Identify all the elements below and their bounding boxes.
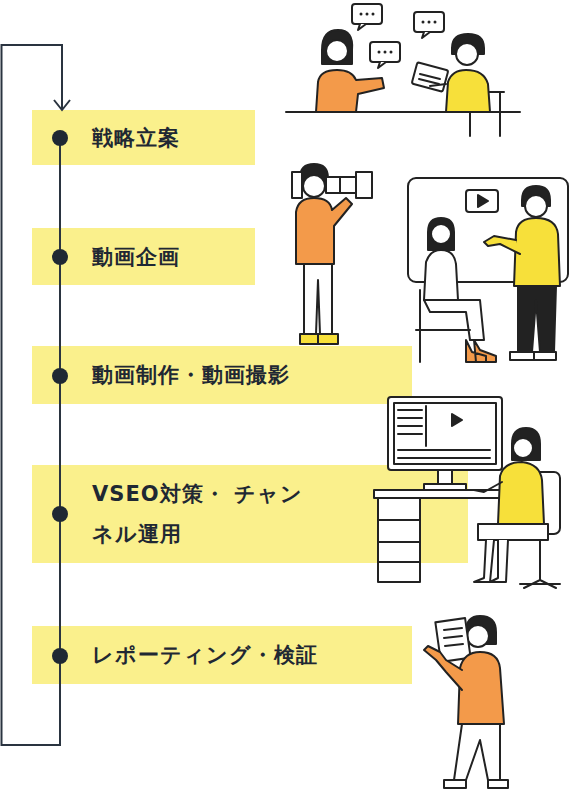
flow-connector xyxy=(60,285,61,346)
step-label: 動画企画 xyxy=(92,237,180,277)
step-label: レポーティング・検証 xyxy=(92,635,318,675)
step-band: 動画制作・動画撮影 xyxy=(32,346,412,404)
connector-line xyxy=(59,563,61,626)
flow-connector xyxy=(60,404,61,465)
step-label: 戦略立案 xyxy=(92,118,180,158)
flow-spine xyxy=(59,138,61,684)
connector-line xyxy=(59,404,61,465)
connector-line xyxy=(59,285,61,346)
flow-connector xyxy=(60,165,61,228)
step-band: 動画企画 xyxy=(32,228,255,285)
step-band: レポーティング・検証 xyxy=(32,626,412,684)
step-label: 動画制作・動画撮影 xyxy=(92,355,290,395)
screen-illustration xyxy=(408,178,568,362)
step-band: 戦略立案 xyxy=(32,110,255,165)
connector-line xyxy=(59,165,61,228)
step-band: VSEO対策・ チャンネル運用 xyxy=(32,465,468,563)
step-label: VSEO対策・ チャンネル運用 xyxy=(92,474,307,554)
arrow-head xyxy=(54,100,70,110)
meeting-illustration xyxy=(286,4,520,136)
camera-illustration xyxy=(292,164,372,344)
presenter-illustration xyxy=(424,616,508,788)
flow-connector xyxy=(60,563,61,626)
